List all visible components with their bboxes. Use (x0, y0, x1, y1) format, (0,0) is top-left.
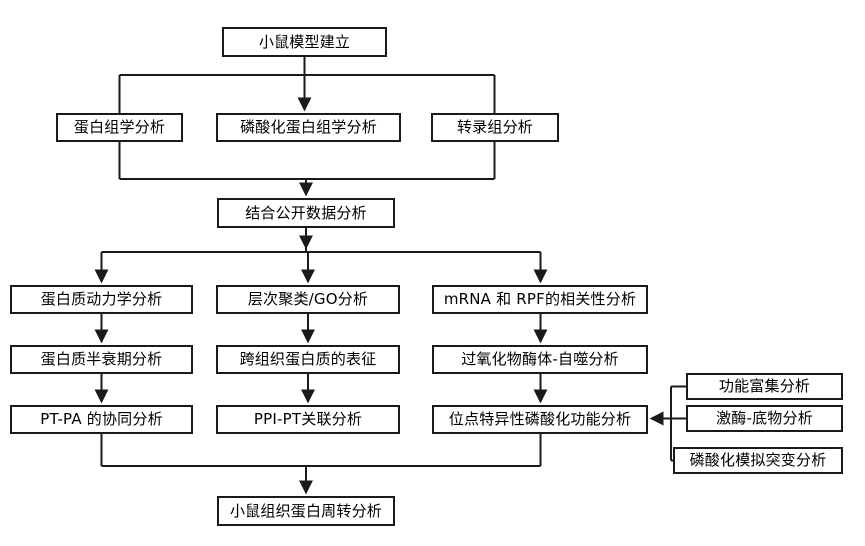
flow-node-n15[interactable]: 功能富集分析 (686, 373, 843, 400)
flow-node-n14[interactable]: 位点特异性磷酸化功能分析 (432, 405, 648, 434)
flow-node-label: PT-PA 的协同分析 (40, 410, 163, 428)
flow-node-n12[interactable]: PT-PA 的协同分析 (10, 405, 193, 434)
flow-node-label: 层次聚类/GO分析 (247, 290, 369, 308)
flow-node-n9[interactable]: 蛋白质半衰期分析 (10, 345, 193, 374)
flow-node-n18[interactable]: 小鼠组织蛋白周转分析 (217, 496, 395, 526)
flow-node-label: 小鼠组织蛋白周转分析 (229, 501, 382, 520)
flow-node-n11[interactable]: 过氧化物酶体-自噬分析 (432, 345, 648, 374)
flow-node-n4[interactable]: 转录组分析 (431, 113, 559, 142)
flow-node-label: 激酶-底物分析 (716, 409, 813, 427)
flow-node-label: 转录组分析 (456, 118, 533, 136)
flow-node-label: 功能富集分析 (718, 377, 811, 395)
flow-node-n8[interactable]: mRNA 和 RPF的相关性分析 (432, 285, 648, 314)
flow-node-n1[interactable]: 小鼠模型建立 (222, 27, 387, 57)
flow-node-label: 跨组织蛋白质的表征 (239, 350, 377, 368)
flow-node-n16[interactable]: 激酶-底物分析 (686, 405, 843, 432)
flow-node-n17[interactable]: 磷酸化模拟突变分析 (673, 447, 843, 474)
flow-node-n10[interactable]: 跨组织蛋白质的表征 (216, 345, 400, 374)
flow-node-label: 蛋白质半衰期分析 (40, 350, 163, 368)
flow-node-n2[interactable]: 蛋白组学分析 (56, 113, 183, 142)
flow-node-label: 磷酸化模拟突变分析 (689, 451, 827, 469)
flow-node-label: 小鼠模型建立 (258, 32, 351, 51)
flow-node-label: 蛋白组学分析 (73, 118, 166, 136)
flow-node-label: 结合公开数据分析 (245, 203, 367, 222)
flow-node-n5[interactable]: 结合公开数据分析 (217, 198, 395, 228)
flow-node-n3[interactable]: 磷酸化蛋白组学分析 (216, 113, 401, 142)
flow-node-label: mRNA 和 RPF的相关性分析 (443, 290, 637, 308)
flow-node-n7[interactable]: 层次聚类/GO分析 (216, 285, 400, 314)
flow-node-label: PPI-PT关联分析 (253, 410, 363, 428)
flow-node-label: 过氧化物酶体-自噬分析 (461, 350, 619, 368)
flow-node-label: 蛋白质动力学分析 (40, 290, 163, 308)
flow-node-n13[interactable]: PPI-PT关联分析 (216, 405, 400, 434)
flow-node-label: 磷酸化蛋白组学分析 (240, 118, 377, 136)
flow-node-label: 位点特异性磷酸化功能分析 (448, 410, 632, 428)
flow-node-n6[interactable]: 蛋白质动力学分析 (10, 285, 193, 314)
